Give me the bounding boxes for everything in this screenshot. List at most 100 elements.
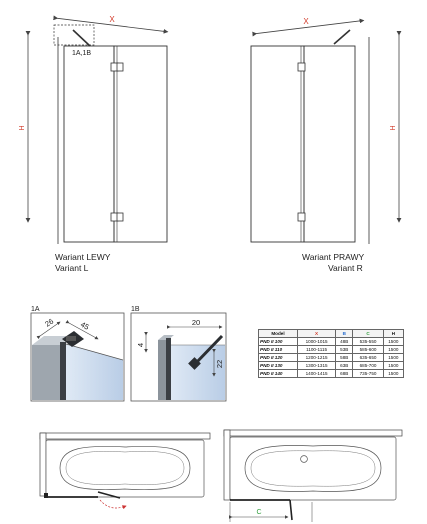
caption-right-line2: Variant R (328, 263, 363, 273)
wall-profile (166, 338, 171, 400)
stabilizer-clamp (188, 357, 201, 370)
header-model: Model (258, 329, 298, 338)
cell-model: PND II 100 (258, 337, 298, 346)
detail-1b-label: 1B (131, 306, 140, 313)
detail-callout-label: 1A,1B (72, 50, 91, 57)
cell-c: 535-550 (352, 337, 384, 346)
glass-section (170, 345, 225, 400)
dim-26-label: 26 (43, 317, 55, 329)
detail-1a: 1A 26 45 (30, 306, 125, 402)
cell-b: 68B (335, 369, 354, 378)
cell-b: 53B (335, 345, 354, 354)
plan-view-left (39, 432, 211, 510)
hinge-top (297, 62, 306, 72)
cell-h: 1500 (382, 369, 405, 378)
bathtub-outline (45, 439, 205, 498)
dim-line-26 (36, 321, 61, 340)
stabilizer-arm (193, 334, 224, 366)
cell-c: 685-700 (352, 361, 384, 370)
cell-h: 1500 (382, 353, 405, 362)
cell-h: 1500 (382, 337, 405, 346)
height-dim-label: H (390, 125, 397, 130)
wall-profile (60, 342, 66, 400)
screen-door-plan (289, 499, 293, 521)
caption-left-line2: Variant L (55, 263, 89, 273)
dim-22-label: 22 (215, 360, 224, 368)
stabilizer-bar (333, 29, 351, 45)
stabilizer-bracket-face (66, 336, 76, 341)
wall-top (158, 335, 174, 340)
wall-section (158, 340, 168, 400)
cell-model: PND II 120 (258, 353, 298, 362)
cell-model: PND II 140 (258, 369, 298, 378)
cell-h: 1500 (382, 361, 405, 370)
detail-1a-label: 1A (31, 306, 40, 313)
door-swing-arc (99, 499, 127, 510)
cell-x: 1200-1215 (296, 353, 337, 362)
table-row: PND II 110 1100-1115 53B 585-600 1500 (258, 345, 405, 354)
door-glass-panel (113, 45, 168, 243)
cell-h: 1500 (382, 345, 405, 354)
header-x: X (296, 329, 337, 338)
height-dim-label: H (19, 125, 26, 130)
table-header-row: Model X B C H (258, 329, 405, 338)
plan-view-right: C (223, 429, 403, 522)
detail-1b: 1B 20 4 22 (130, 306, 227, 402)
header-c: C (352, 329, 384, 338)
table-row: PND II 130 1300-1315 63B 685-700 1500 (258, 361, 405, 370)
bathtub-basin (244, 445, 382, 492)
dim-45-label: 45 (79, 320, 91, 332)
caption-left-line1: Wariant LEWY (55, 252, 111, 262)
wall-profile-plan (44, 493, 48, 498)
fixed-glass-panel (303, 45, 356, 243)
caption-right-line1: Wariant PRAWY (302, 252, 365, 262)
elevation-left: X H 1A,1B (19, 15, 169, 244)
cell-model: PND II 130 (258, 361, 298, 370)
dim-4-label: 4 (136, 343, 145, 347)
wall-side (39, 432, 47, 497)
width-dim-label: X (303, 17, 309, 26)
bathtub-outline (229, 436, 397, 501)
header-h: H (382, 329, 405, 338)
hinge-bottom (297, 212, 306, 222)
dim-c-label: C (256, 509, 261, 516)
glass-edge (65, 343, 124, 361)
detail-callout-box (53, 24, 95, 46)
header-b: B (335, 329, 354, 338)
door-glass-panel (250, 45, 305, 243)
cell-b: 48B (335, 337, 354, 346)
cell-model: PND II 110 (258, 345, 298, 354)
wall-hatch (39, 432, 211, 440)
wall-hatch (223, 429, 403, 437)
cell-x: 1100-1115 (296, 345, 337, 354)
glass-section (66, 344, 123, 400)
dim-20-label: 20 (192, 318, 200, 327)
table-row: PND II 120 1200-1215 58B 635-650 1500 (258, 353, 405, 362)
drain-icon (300, 455, 308, 463)
cell-c: 735-750 (352, 369, 384, 378)
table-row: PND II 140 1400-1415 68B 735-750 1500 (258, 369, 405, 378)
screen-door-plan (97, 491, 121, 499)
width-dimension-line (53, 15, 169, 34)
cell-x: 1300-1315 (296, 361, 337, 370)
wall-side (223, 429, 231, 501)
width-dimension-line (252, 18, 365, 37)
cell-c: 585-600 (352, 345, 384, 354)
cell-x: 1000-1015 (296, 337, 337, 346)
wall-section (32, 345, 60, 400)
bathtub-inner (65, 451, 185, 485)
dim-line-45 (65, 319, 99, 340)
elevation-right: X H (250, 17, 402, 244)
stabilizer-bar (72, 29, 91, 47)
cell-b: 63B (335, 361, 354, 370)
fixed-glass-panel (63, 45, 115, 243)
width-dim-label: X (109, 15, 115, 24)
hinge-top-2 (116, 62, 124, 72)
cell-b: 58B (335, 353, 354, 362)
cell-c: 635-650 (352, 353, 384, 362)
bathtub-basin (59, 446, 191, 490)
hinge-bottom-2 (116, 212, 124, 222)
bathtub-inner (250, 450, 376, 487)
cell-x: 1400-1415 (296, 369, 337, 378)
